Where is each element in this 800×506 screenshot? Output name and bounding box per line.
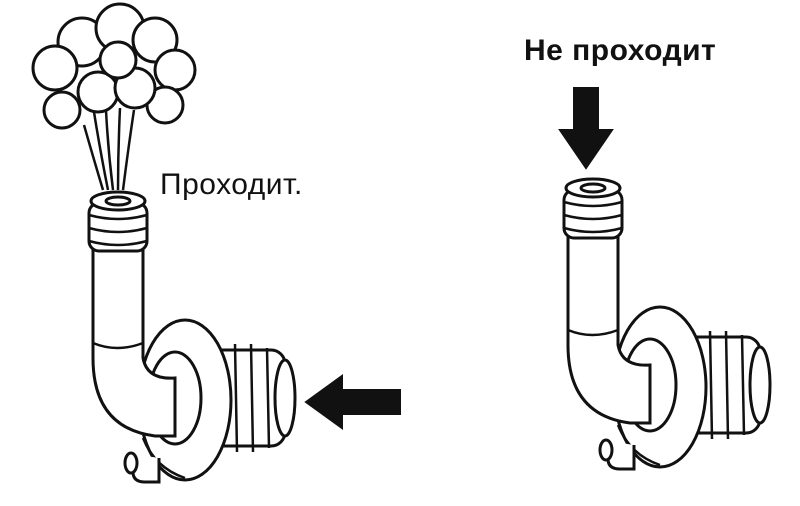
valve-right [562, 177, 772, 471]
air-cloud [31, 2, 197, 130]
label-passes: Проходит. [160, 168, 303, 201]
arrow-down [558, 87, 614, 170]
valve-left [87, 190, 297, 484]
label-not-passes: Не проходит [524, 34, 717, 67]
air-streams [82, 107, 136, 191]
arrow-left [304, 374, 401, 430]
